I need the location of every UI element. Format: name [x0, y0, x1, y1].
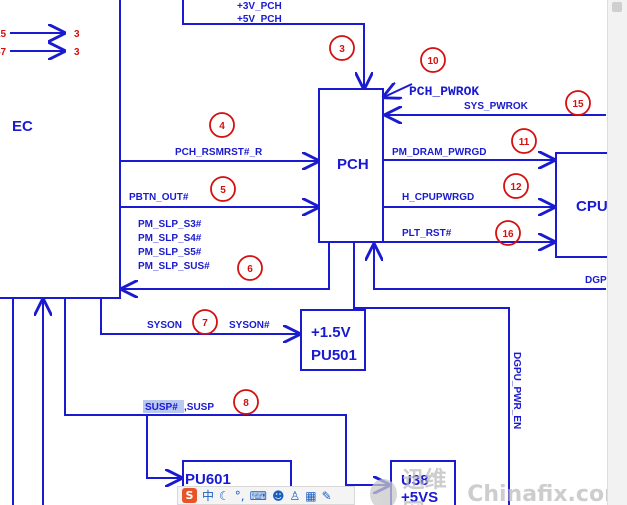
pm-slp-s3-label: PM_SLP_S3# — [138, 219, 202, 230]
ime-language-toggle[interactable]: 中 — [202, 488, 215, 503]
cpu-block — [555, 152, 608, 258]
left-ref-page-1: 3 — [74, 29, 80, 40]
plt-rst-label: PLT_RST# — [402, 228, 452, 239]
susp-wire — [64, 298, 389, 485]
susp-highlight — [143, 400, 184, 413]
power-sequence-diagram: EC PCH CPU +1.5V PU501 PU601 U38 +5VS +3… — [0, 0, 608, 505]
step-number: 6 — [247, 264, 253, 275]
pm-dram-pwrgd-label: PM_DRAM_PWRGD — [392, 147, 486, 158]
step-number: 8 — [243, 398, 249, 409]
left-ref-label-1: 15 — [0, 29, 7, 40]
watermark-en: Chinafix.com — [467, 481, 627, 505]
step-marker-16: 16 — [495, 220, 521, 246]
step-circle — [495, 220, 521, 246]
vertical-scrollbar[interactable] — [607, 0, 627, 505]
step-marker-15: 15 — [565, 90, 591, 116]
step-number: 16 — [502, 229, 514, 240]
sys-pwrok-label: SYS_PWROK — [464, 101, 529, 112]
step-circle — [209, 112, 235, 138]
step-circle — [192, 309, 218, 335]
chinafix-watermark: 迅维网 Chinafix.com — [370, 462, 627, 505]
step-marker-10: 10 — [420, 47, 446, 73]
pu501-block — [300, 309, 366, 371]
step-marker-5: 5 — [210, 176, 236, 202]
step-circle — [420, 47, 446, 73]
susp-rest-label: ,SUSP — [184, 402, 214, 413]
syson-left-label: SYSON — [147, 320, 182, 331]
step-number: 15 — [572, 99, 584, 110]
step-marker-4: 4 — [209, 112, 235, 138]
step-circle — [210, 176, 236, 202]
step-markers: 3 4 5 6 7 8 10 11 12 15 16 — [192, 35, 591, 415]
u38-line1: U38 — [401, 472, 429, 489]
dgpu-pwr-en-label: DGPU_PWR_EN — [511, 352, 522, 429]
step-marker-6: 6 — [237, 255, 263, 281]
pch-label: PCH — [337, 156, 369, 173]
pbtn-out-label: PBTN_OUT# — [129, 192, 189, 203]
u38-line2: +5VS — [401, 489, 438, 505]
watermark-logo-icon — [370, 479, 397, 505]
ec-label: EC — [12, 118, 33, 135]
syson-right-label: SYSON# — [229, 320, 270, 331]
step-number: 11 — [519, 137, 530, 148]
step-marker-11: 11 — [511, 128, 537, 154]
pu501-line1: +1.5V — [311, 324, 351, 341]
h-cpupwrgd-label: H_CPUPWRGD — [402, 192, 474, 203]
step-number: 12 — [510, 182, 522, 193]
sogou-logo-icon[interactable]: S — [182, 488, 197, 503]
pm-slp-wire — [122, 242, 330, 289]
rail-3v-pch: +3V_PCH — [237, 1, 282, 12]
pm-slp-sus-label: PM_SLP_SUS# — [138, 261, 210, 272]
pch-pwrok-wire — [384, 84, 413, 97]
moon-icon[interactable]: ☾ — [219, 488, 230, 503]
shirt-icon[interactable]: ♙ — [289, 488, 301, 503]
grid-icon[interactable]: ▦ — [305, 488, 317, 503]
susp-pu601-wire — [146, 415, 181, 478]
pch-pwrok-label: PCH_PWROK — [409, 84, 479, 99]
pm-slp-s5-label: PM_SLP_S5# — [138, 247, 202, 258]
scroll-up-button[interactable] — [612, 2, 622, 12]
pu501-line2: PU501 — [311, 347, 357, 364]
dgp-label: DGP — [585, 275, 607, 286]
ime-toolbar[interactable]: S 中 ☾ °, ⌨ ☻ ♙ ▦ ✎ — [177, 486, 355, 505]
step-number: 5 — [220, 185, 226, 196]
syson-wire — [100, 298, 299, 334]
step-marker-3: 3 — [329, 35, 355, 61]
pch-rail-wire — [182, 0, 364, 88]
left-ref-page-2: 3 — [74, 47, 80, 58]
step-circle — [329, 35, 355, 61]
step-number: 4 — [219, 121, 225, 132]
step-marker-7: 7 — [192, 309, 218, 335]
susp-highlight-label: SUSP# — [145, 402, 178, 413]
rail-5v-pch: +5V_PCH — [237, 14, 282, 25]
ec-block — [0, 0, 121, 299]
step-number: 10 — [427, 56, 439, 67]
punctuation-icon[interactable]: °, — [234, 488, 245, 503]
step-circle — [237, 255, 263, 281]
step-marker-8: 8 — [233, 389, 259, 415]
wrench-icon[interactable]: ✎ — [321, 488, 332, 503]
cpu-label: CPU — [576, 198, 608, 215]
step-number: 7 — [202, 318, 208, 329]
left-ref-label-2: 57 — [0, 47, 7, 58]
pm-slp-s4-label: PM_SLP_S4# — [138, 233, 202, 244]
step-number: 3 — [339, 44, 345, 55]
keyboard-icon[interactable]: ⌨ — [249, 488, 267, 503]
step-marker-12: 12 — [503, 173, 529, 199]
step-circle — [565, 90, 591, 116]
pch-rsmrst-label: PCH_RSMRST#_R — [175, 147, 263, 158]
user-icon[interactable]: ☻ — [271, 488, 285, 503]
step-circle — [511, 128, 537, 154]
step-circle — [233, 389, 259, 415]
step-circle — [503, 173, 529, 199]
pu601-label: PU601 — [185, 471, 231, 488]
dgpu-pwr-en-wire — [353, 242, 510, 505]
dgp-wire — [374, 245, 606, 290]
watermark-cn: 迅维网 — [402, 468, 447, 505]
